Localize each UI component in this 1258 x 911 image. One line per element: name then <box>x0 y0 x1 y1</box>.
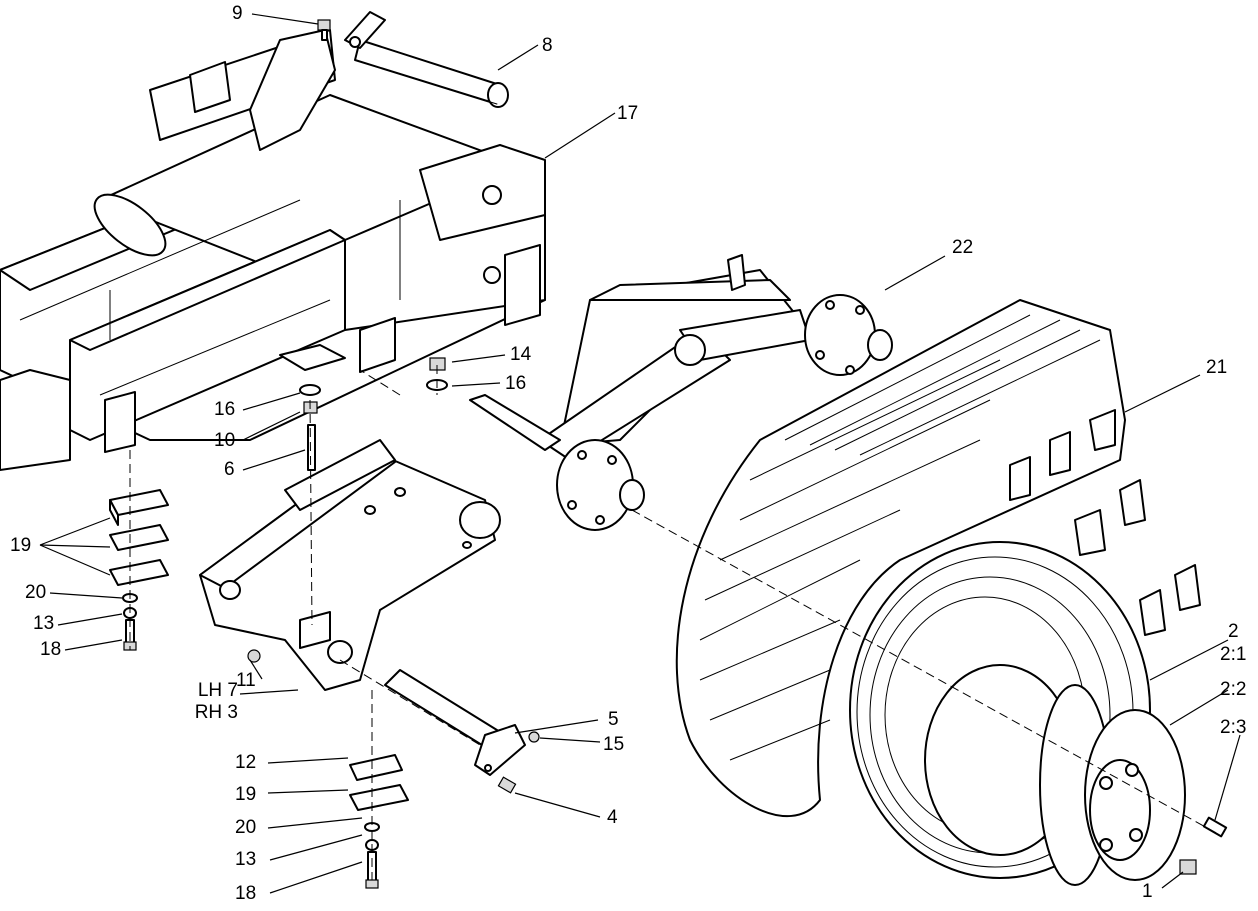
pin-8 <box>344 11 509 108</box>
callout-17: 17 <box>617 103 639 124</box>
callout-4: 4 <box>607 807 618 828</box>
callout-22: 22 <box>952 237 974 258</box>
nut-15 <box>528 731 540 743</box>
callout-2-2: 2:2 <box>1220 679 1247 700</box>
callout-13-center: 13 <box>235 849 257 870</box>
callout-5: 5 <box>608 709 619 730</box>
nut-11 <box>247 649 261 663</box>
centerlines <box>129 59 1221 880</box>
callout-18-left: 18 <box>40 639 62 660</box>
stud-6 <box>307 424 316 471</box>
pin-5 <box>384 669 526 776</box>
spacer-stack-left <box>109 489 169 651</box>
callout-21: 21 <box>1206 357 1228 378</box>
callout-9: 9 <box>232 3 243 24</box>
washer-16-left <box>299 384 321 396</box>
leader-lines <box>39 13 1241 894</box>
callout-2: 2 <box>1228 621 1239 642</box>
bolt-9 <box>317 19 331 41</box>
pivot-arm <box>199 439 501 691</box>
callout-13-left: 13 <box>33 613 55 634</box>
callout-20-center: 20 <box>235 817 257 838</box>
callout-11: 11 <box>236 670 256 691</box>
track-21 <box>675 299 1201 818</box>
callout-16-right: 16 <box>505 373 527 394</box>
callout-6: 6 <box>224 459 235 480</box>
callout-1: 1 <box>1142 881 1153 902</box>
callout-19-center: 19 <box>235 784 257 805</box>
callout-rh3: RH 3 <box>194 702 238 723</box>
callout-20-left: 20 <box>25 582 47 603</box>
callout-2-1: 2:1 <box>1220 644 1247 665</box>
callout-10: 10 <box>214 430 236 451</box>
callout-8: 8 <box>542 35 553 56</box>
axle-assembly <box>469 254 893 531</box>
callout-2-3: 2:3 <box>1220 717 1247 738</box>
callout-16-left: 16 <box>214 399 236 420</box>
callout-15: 15 <box>603 734 625 755</box>
spacer-stack-center <box>349 754 409 889</box>
callout-14: 14 <box>510 344 532 365</box>
main-frame <box>0 29 546 471</box>
wheel-2 <box>849 541 1186 886</box>
nut-1 <box>1179 859 1197 875</box>
callout-lh7: LH 7 <box>197 680 238 701</box>
callout-12: 12 <box>235 752 257 773</box>
callout-19-left: 19 <box>10 535 32 556</box>
bolt-4 <box>497 776 517 794</box>
callout-18-center: 18 <box>235 883 257 904</box>
valve-2-3 <box>1202 816 1228 838</box>
